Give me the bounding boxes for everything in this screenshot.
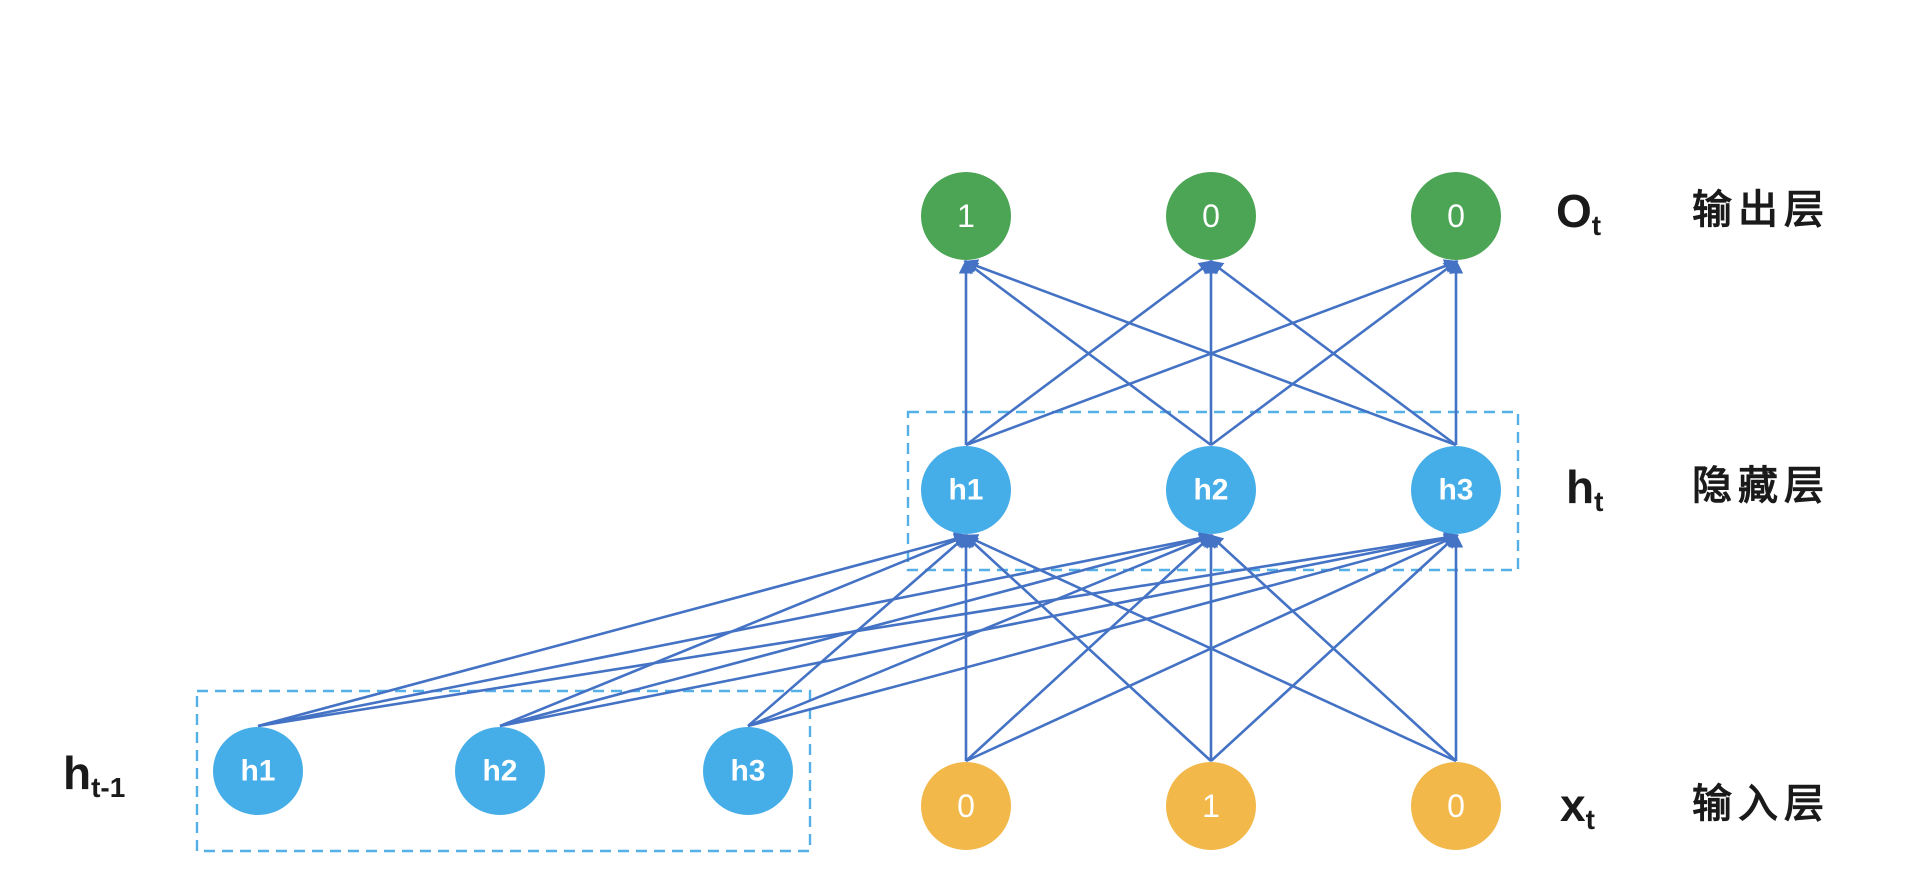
edge [963,534,1457,763]
node-input-layer-2: 1 [1166,762,1256,850]
node-circle [1411,446,1501,534]
label-output-base: O [1556,185,1592,237]
label-prev-hidden-sub: t-1 [91,772,126,803]
node-hidden-layer-3: h3 [1411,446,1501,534]
edge-group-hidden_layer-to-output_layer [958,259,1464,447]
node-input-layer-1: 0 [921,762,1011,850]
node-circle [1166,446,1256,534]
label-input-symbol: xt [1560,782,1595,834]
label-hidden-base: h [1566,461,1595,513]
node-prev-hidden-layer-1: h1 [213,727,303,815]
node-circle [1411,172,1501,260]
node-value: 1 [957,198,975,234]
label-hidden-sub: t [1594,486,1604,517]
node-value: h3 [1438,474,1473,507]
label-input-sub: t [1585,804,1595,835]
edge-group-prev_hidden_layer-to-hidden_layer [257,530,1459,728]
edge [747,533,1214,728]
edge [1208,534,1457,762]
node-circle [703,727,793,815]
node-value: 0 [1447,788,1465,824]
edge [257,532,969,728]
node-value: h2 [482,755,517,788]
node-circle [921,172,1011,260]
node-hidden-layer-2: h2 [1166,446,1256,534]
prev-hidden-layer-box [195,689,812,853]
node-value: 1 [1202,788,1220,824]
node-circle [213,727,303,815]
label-prev-hidden-state: ht-1 [63,750,125,802]
label-output-symbol: Ot [1556,188,1601,240]
node-hidden-layer-1: h1 [921,446,1011,534]
node-circle [455,727,545,815]
edge [963,259,1457,447]
node-output-layer-3: 0 [1411,172,1501,260]
edge [747,534,969,727]
node-prev-hidden-layer-3: h3 [703,727,793,815]
label-input-base: x [1560,779,1586,831]
node-value: h3 [730,755,765,788]
hidden-layer-box [906,410,1520,572]
node-circle [1411,762,1501,850]
node-output-layer-2: 0 [1166,172,1256,260]
node-prev-hidden-layer-2: h2 [455,727,545,815]
node-input-layer-3: 0 [1411,762,1501,850]
label-hidden-symbol: ht [1566,464,1603,516]
edge [963,534,1212,762]
edge [963,260,1212,447]
node-circle [921,762,1011,850]
node-value: h1 [240,755,275,788]
label-prev-hidden-base: h [63,747,92,799]
label-hidden-layer-name: 隐藏层 [1692,464,1830,508]
node-value: 0 [1447,198,1465,234]
node-output-layer-1: 1 [921,172,1011,260]
label-output-layer-name: 输出层 [1692,188,1830,232]
node-circle [921,446,1011,534]
node-value: h2 [1193,474,1228,507]
label-output-sub: t [1591,210,1602,241]
edge [1208,260,1457,447]
edge-group-input_layer-to-hidden_layer [958,533,1464,763]
node-circle [1166,762,1256,850]
node-value: h1 [948,474,983,507]
node-circle [1166,172,1256,260]
edge [499,533,969,728]
node-value: 0 [1202,198,1220,234]
edge [747,532,1459,728]
node-value: 0 [957,788,975,824]
label-input-layer-name: 输入层 [1692,782,1830,826]
